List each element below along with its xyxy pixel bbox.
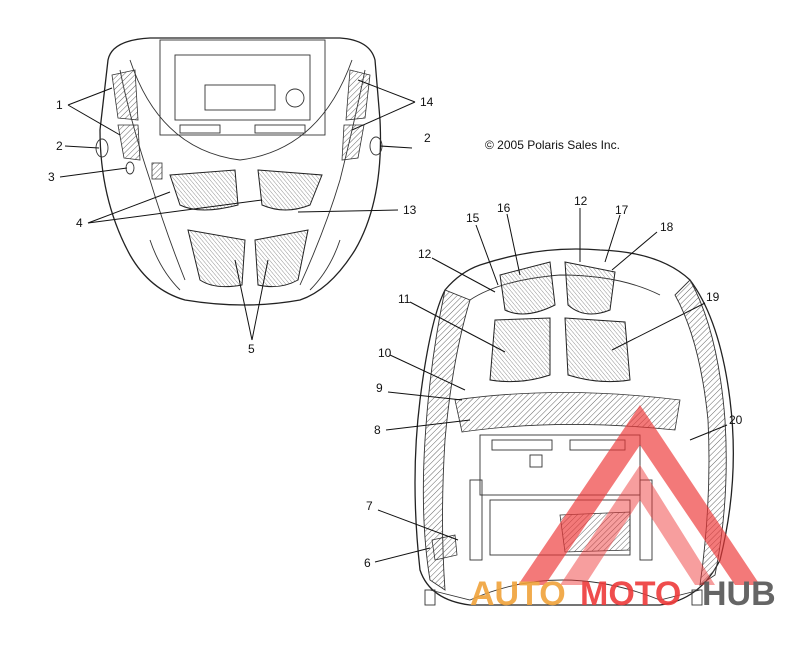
callout-19: 19 xyxy=(706,290,720,304)
callout-labels: 1 2 3 4 5 13 14 2 6 7 8 9 10 11 12 15 16… xyxy=(48,95,743,570)
callout-8: 8 xyxy=(374,423,381,437)
callout-14: 14 xyxy=(420,95,434,109)
callout-10: 10 xyxy=(378,346,392,360)
callout-16: 16 xyxy=(497,201,511,215)
callout-20: 20 xyxy=(729,413,743,427)
hood-front-view xyxy=(95,37,383,306)
callout-6: 6 xyxy=(364,556,371,570)
callout-5: 5 xyxy=(248,342,255,356)
callout-3: 3 xyxy=(48,170,55,184)
callout-17: 17 xyxy=(615,203,629,217)
watermark-moto: MOTO xyxy=(580,575,681,613)
callout-11: 11 xyxy=(398,292,411,306)
callout-9: 9 xyxy=(376,381,383,395)
watermark-logo: AUTO MOTO HUB xyxy=(470,405,776,613)
callout-18: 18 xyxy=(660,220,674,234)
callout-2-right: 2 xyxy=(424,131,431,145)
callout-13: 13 xyxy=(403,203,417,217)
callout-2-left: 2 xyxy=(56,139,63,153)
callout-15: 15 xyxy=(466,211,480,225)
leader-lines-bottom xyxy=(374,208,728,563)
watermark-hub: HUB xyxy=(702,575,776,613)
callout-12-top: 12 xyxy=(574,194,588,208)
callout-12-left: 12 xyxy=(418,247,432,261)
callout-1: 1 xyxy=(56,98,63,112)
leader-lines-top xyxy=(59,79,416,341)
callout-7: 7 xyxy=(366,499,373,513)
callout-4: 4 xyxy=(76,216,83,230)
watermark-auto: AUTO xyxy=(470,575,566,613)
hood-rear-view xyxy=(414,248,734,606)
copyright-notice: © 2005 Polaris Sales Inc. xyxy=(485,138,620,152)
